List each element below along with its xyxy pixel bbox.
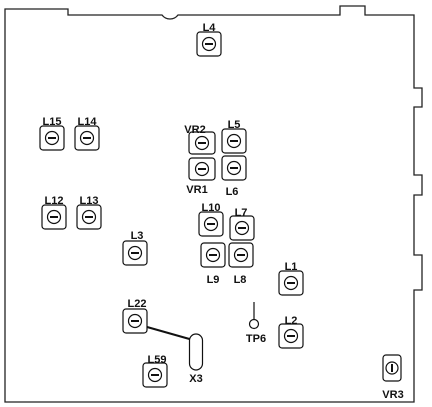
l15-label: L15 <box>43 116 62 128</box>
l7-coil: L7 <box>229 207 255 241</box>
l3-label: L3 <box>131 230 144 242</box>
vr1-label: VR1 <box>186 184 207 196</box>
l9-label: L9 <box>207 274 220 286</box>
l1-coil: L1 <box>278 261 304 296</box>
l8-label: L8 <box>234 274 247 286</box>
l59-label: L59 <box>148 354 167 366</box>
l12-coil: L12 <box>41 195 67 230</box>
l9-coil: L9 <box>200 242 226 286</box>
l1-label: L1 <box>285 261 298 273</box>
l22-coil: L22 <box>122 298 148 334</box>
l2-label: L2 <box>285 315 298 327</box>
l59-coil: L59 <box>142 354 168 388</box>
x3-label: X3 <box>189 373 202 385</box>
vr3-label: VR3 <box>382 389 403 401</box>
l5-label: L5 <box>228 119 241 131</box>
board-outline <box>4 5 423 403</box>
l10-label: L10 <box>202 202 221 214</box>
l4-coil: L4 <box>196 22 222 57</box>
l6-coil: L6 <box>221 155 247 198</box>
l14-coil: L14 <box>74 116 100 151</box>
tp6-pad-icon <box>248 318 260 330</box>
l22-label: L22 <box>128 298 147 310</box>
vr1-trimmer: VR1 <box>186 157 216 196</box>
vr2-label: VR2 <box>184 124 205 136</box>
l2-coil: L2 <box>278 315 304 349</box>
tp6-label: TP6 <box>246 333 266 345</box>
x3-can <box>188 333 204 371</box>
x3-crystal: X3 <box>188 333 204 385</box>
l22-x3-wire <box>139 324 194 341</box>
l6-label: L6 <box>226 186 239 198</box>
l14-label: L14 <box>78 116 98 128</box>
l4-label: L4 <box>203 22 217 34</box>
l8-coil: L8 <box>228 242 254 286</box>
l12-label: L12 <box>45 195 64 207</box>
tp6-test-point: TP6 <box>246 302 266 345</box>
vr3-trimmer: VR3 <box>382 354 404 401</box>
l5-coil: L5 <box>221 119 247 154</box>
l7-label: L7 <box>235 207 248 219</box>
l3-coil: L3 <box>122 230 148 266</box>
l10-coil: L10 <box>198 202 224 237</box>
l13-label: L13 <box>80 195 99 207</box>
l15-coil: L15 <box>39 116 65 151</box>
vr2-trimmer: VR2 <box>184 124 216 155</box>
l13-coil: L13 <box>76 195 102 230</box>
